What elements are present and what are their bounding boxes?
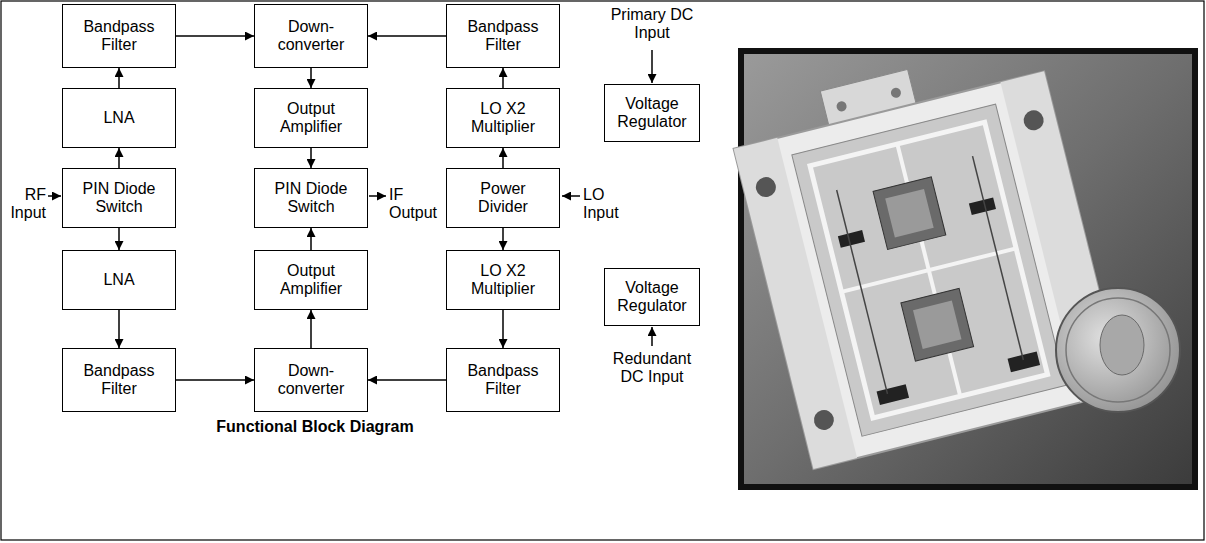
block-label: Bandpass Filter <box>71 362 167 399</box>
block-label: PIN Diode Switch <box>71 180 167 217</box>
block-box: Bandpass Filter <box>62 4 176 68</box>
block-label: Down-converter <box>263 18 359 55</box>
diagram-caption: Functional Block Diagram <box>150 418 480 436</box>
block-box: LNA <box>62 88 176 148</box>
block-label: Voltage Regulator <box>613 279 691 316</box>
block-label: Bandpass Filter <box>71 18 167 55</box>
signal-label: IF Output <box>389 186 445 223</box>
block-label: LO X2 Multiplier <box>455 262 551 299</box>
block-box: PIN Diode Switch <box>254 168 368 228</box>
signal-connector <box>118 310 120 348</box>
block-label: LNA <box>103 109 134 127</box>
signal-connector <box>502 310 504 348</box>
signal-label: RF Input <box>2 186 46 223</box>
block-box: Voltage Regulator <box>604 84 700 142</box>
signal-arrows <box>48 50 652 346</box>
signal-connector <box>176 379 254 381</box>
signal-connector <box>310 310 312 348</box>
block-label: Power Divider <box>455 180 551 217</box>
signal-connector <box>502 68 504 88</box>
block-box: Voltage Regulator <box>604 268 700 326</box>
block-box: Bandpass Filter <box>446 348 560 412</box>
block-box: Down-converter <box>254 4 368 68</box>
block-box: LO X2 Multiplier <box>446 88 560 148</box>
block-label: Output Amplifier <box>263 100 359 137</box>
signal-connector <box>502 228 504 250</box>
signal-label: Redundant DC Input <box>602 350 702 387</box>
block-label: Down-converter <box>263 362 359 399</box>
signal-label: LO Input <box>583 186 631 223</box>
signal-connector <box>310 68 312 88</box>
block-box: Down-converter <box>254 348 368 412</box>
block-label: Bandpass Filter <box>455 18 551 55</box>
block-box: PIN Diode Switch <box>62 168 176 228</box>
block-box: LNA <box>62 250 176 310</box>
block-label: LNA <box>103 271 134 289</box>
block-label: Output Amplifier <box>263 262 359 299</box>
signal-connector <box>368 379 446 381</box>
signal-connector <box>310 228 312 250</box>
block-box: LO X2 Multiplier <box>446 250 560 310</box>
signal-connector <box>118 228 120 250</box>
signal-connector <box>176 35 254 37</box>
block-label: Voltage Regulator <box>613 95 691 132</box>
signal-label: Primary DC Input <box>602 6 702 43</box>
signal-connector <box>118 148 120 168</box>
signal-connector <box>118 68 120 88</box>
block-box: Power Divider <box>446 168 560 228</box>
signal-connector <box>502 148 504 168</box>
block-label: PIN Diode Switch <box>263 180 359 217</box>
block-label: Bandpass Filter <box>455 362 551 399</box>
block-box: Bandpass Filter <box>62 348 176 412</box>
block-box: Output Amplifier <box>254 88 368 148</box>
block-label: LO X2 Multiplier <box>455 100 551 137</box>
signal-connector <box>310 148 312 168</box>
module-photo <box>725 37 1198 490</box>
signal-connector <box>368 35 446 37</box>
block-box: Output Amplifier <box>254 250 368 310</box>
block-box: Bandpass Filter <box>446 4 560 68</box>
